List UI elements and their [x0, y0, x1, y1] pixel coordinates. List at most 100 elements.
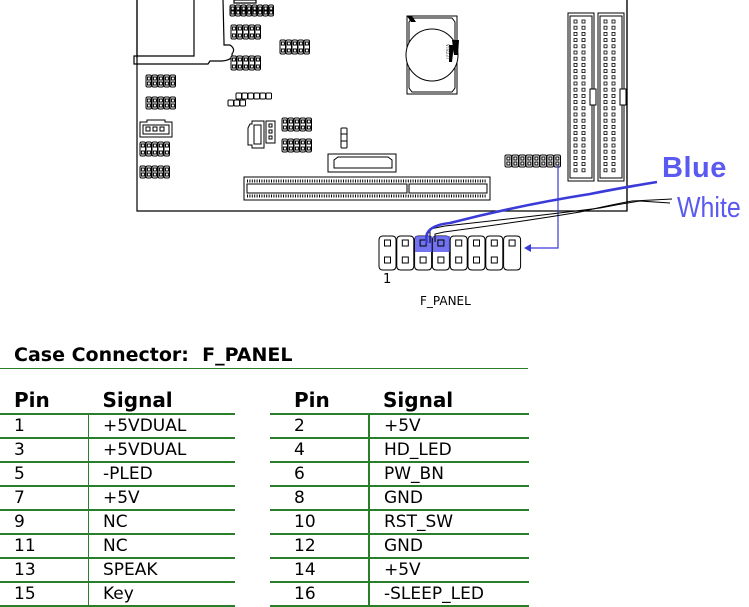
pin-number: 14 [270, 558, 370, 583]
signal-name: +5V [369, 558, 529, 583]
pin1-label: 1 [383, 272, 392, 287]
ide-connector [567, 12, 597, 182]
pin-number: 12 [270, 534, 370, 559]
pin-number: 9 [0, 510, 89, 535]
f-panel-pin-column [396, 235, 415, 271]
signal-name: NC [88, 510, 235, 535]
pin-number: 3 [0, 438, 89, 463]
pin-header [139, 141, 170, 157]
signal-name: +5VDUAL [88, 414, 235, 439]
pin-header [145, 96, 176, 110]
io-bracket [133, 0, 235, 65]
signal-name: HD_LED [369, 438, 529, 463]
ide-connector [597, 12, 627, 182]
f-panel-label: F_PANEL [420, 294, 471, 308]
table-row: 2+5V [270, 414, 529, 439]
f-panel-pin-column [485, 235, 504, 271]
signal-name: +5V [88, 486, 235, 511]
top-component [233, 0, 257, 4]
pin-number: 11 [0, 534, 89, 559]
pin-number: 15 [0, 582, 89, 607]
table-row: 1+5VDUAL [0, 414, 235, 439]
chip-marking: VT8237 [445, 44, 450, 60]
table-row: 3+5VDUAL [0, 438, 235, 463]
ide-connectors [567, 12, 627, 182]
signal-name: Key [88, 582, 235, 607]
pin-header [281, 138, 312, 153]
table-header-row: Pin Signal [0, 388, 235, 415]
expansion-slot [243, 176, 491, 201]
jumper [340, 127, 348, 149]
column-header-signal: Signal [88, 388, 235, 415]
motherboard-diagram: VT8237 [133, 0, 673, 271]
pin-header [145, 74, 176, 88]
title-divider [0, 368, 528, 369]
column-header-pin: Pin [270, 388, 369, 415]
f-panel-pin-column [503, 235, 522, 271]
signal-name: GND [369, 486, 529, 511]
table-row: 5-PLED [0, 462, 235, 487]
signal-name: +5VDUAL [88, 438, 235, 463]
signal-name: GND [369, 534, 529, 559]
pin-number: 10 [270, 510, 370, 535]
pin-header [504, 154, 561, 168]
signal-name: SPEAK [88, 558, 235, 583]
f-panel-pin-column [378, 235, 397, 271]
socket-connector [327, 153, 397, 173]
pin-header-small [227, 92, 272, 107]
pin-number: 5 [0, 462, 89, 487]
pin-number: 2 [270, 414, 370, 439]
via-logo-icon [449, 45, 454, 62]
pin-header [279, 39, 310, 55]
white-wire-2 [429, 200, 671, 243]
pin-table-odd: Pin Signal 1+5VDUAL 3+5VDUAL 5-PLED 7+5V… [0, 388, 235, 607]
highlighted-pin [415, 236, 433, 252]
table-header-row: Pin Signal [270, 388, 529, 415]
f-panel-pin-column [414, 235, 433, 271]
pin-header [281, 117, 312, 132]
pin-number: 1 [0, 414, 89, 439]
highlighted-pin [432, 236, 450, 252]
table-row: 16-SLEEP_LED [270, 582, 529, 607]
pin-header [230, 24, 261, 40]
pin-number: 7 [0, 486, 89, 511]
blue-wire-label: Blue [662, 152, 727, 184]
pin-number: 13 [0, 558, 89, 583]
f-panel-pin-column [431, 235, 450, 271]
signal-name: NC [88, 534, 235, 559]
f-panel-pin-column [449, 235, 468, 271]
table-row: 7+5V [0, 486, 235, 511]
chipset: VT8237 [405, 15, 459, 95]
pin-number: 8 [270, 486, 370, 511]
f-panel-pin-column [467, 235, 486, 271]
section-title: Case Connector: F_PANEL [14, 344, 293, 366]
pin-header [139, 165, 170, 179]
pin-header [230, 55, 261, 71]
column-header-pin: Pin [0, 388, 89, 415]
blue-wire [424, 180, 658, 244]
power-connector [139, 119, 173, 138]
table-row: 14+5V [270, 558, 529, 583]
column-header-signal: Signal [369, 388, 529, 415]
pin-number: 4 [270, 438, 370, 463]
pointer-arrow [524, 165, 559, 252]
fan-connector [247, 120, 276, 149]
white-wire [434, 198, 673, 242]
f-panel-header [378, 235, 522, 271]
signal-name: -SLEEP_LED [369, 582, 529, 607]
signal-name: -PLED [88, 462, 235, 487]
signal-name: +5V [369, 414, 529, 439]
pin-header [229, 4, 274, 17]
pin-number: 6 [270, 462, 370, 487]
pin-number: 16 [270, 582, 370, 607]
